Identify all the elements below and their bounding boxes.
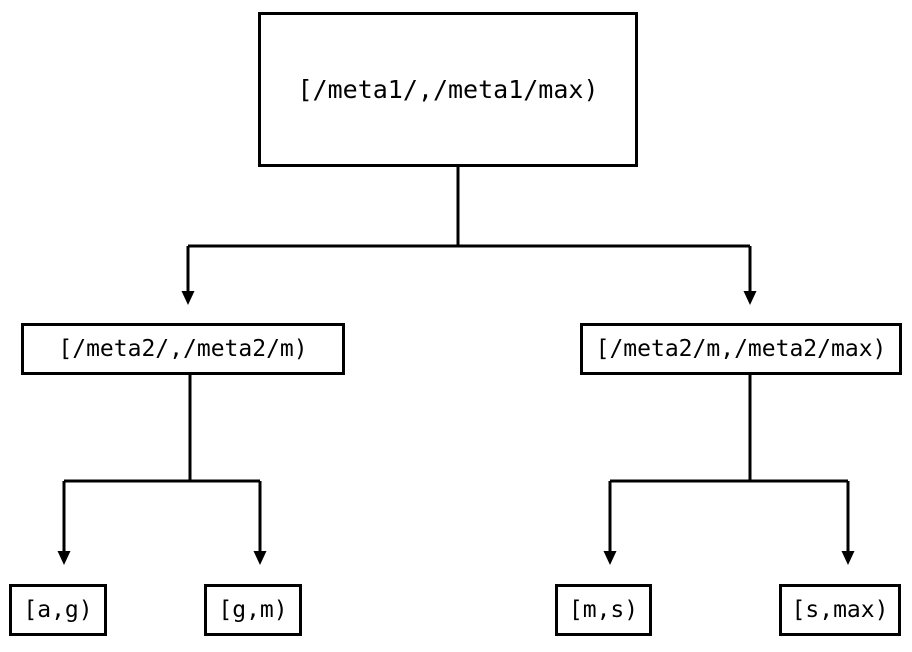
tree-node-leaf-4[interactable]: [s,max) (779, 584, 901, 636)
tree-node-mid-right[interactable]: [/meta2/m,/meta2/max) (580, 323, 902, 375)
edge-mid-right-to-leaves (603, 375, 855, 565)
arrowhead-down-icon (57, 551, 71, 565)
tree-node-leaf-2-label: [g,m) (218, 596, 288, 623)
tree-node-mid-left[interactable]: [/meta2/,/meta2/m) (21, 323, 345, 375)
tree-node-mid-left-label: [/meta2/,/meta2/m) (58, 335, 308, 362)
tree-node-leaf-2[interactable]: [g,m) (204, 584, 302, 636)
tree-node-leaf-1-label: [a,g) (23, 596, 93, 623)
tree-node-leaf-3[interactable]: [m,s) (555, 584, 652, 636)
edge-mid-left-to-leaves (57, 375, 267, 565)
edge-root-to-mid-right (743, 246, 757, 305)
tree-node-leaf-4-label: [s,max) (791, 596, 889, 623)
tree-node-root[interactable]: [/meta1/,/meta1/max) (258, 12, 638, 167)
arrowhead-down-icon (181, 291, 195, 305)
arrowhead-down-icon (743, 291, 757, 305)
edge-root-to-mid-left (181, 167, 750, 305)
tree-node-leaf-3-label: [m,s) (568, 596, 639, 623)
arrowhead-down-icon (253, 551, 267, 565)
tree-node-leaf-1[interactable]: [a,g) (9, 584, 107, 636)
tree-node-root-label: [/meta1/,/meta1/max) (297, 75, 599, 104)
arrowhead-down-icon (841, 551, 855, 565)
tree-node-mid-right-label: [/meta2/m,/meta2/max) (595, 335, 887, 362)
arrowhead-down-icon (603, 551, 617, 565)
